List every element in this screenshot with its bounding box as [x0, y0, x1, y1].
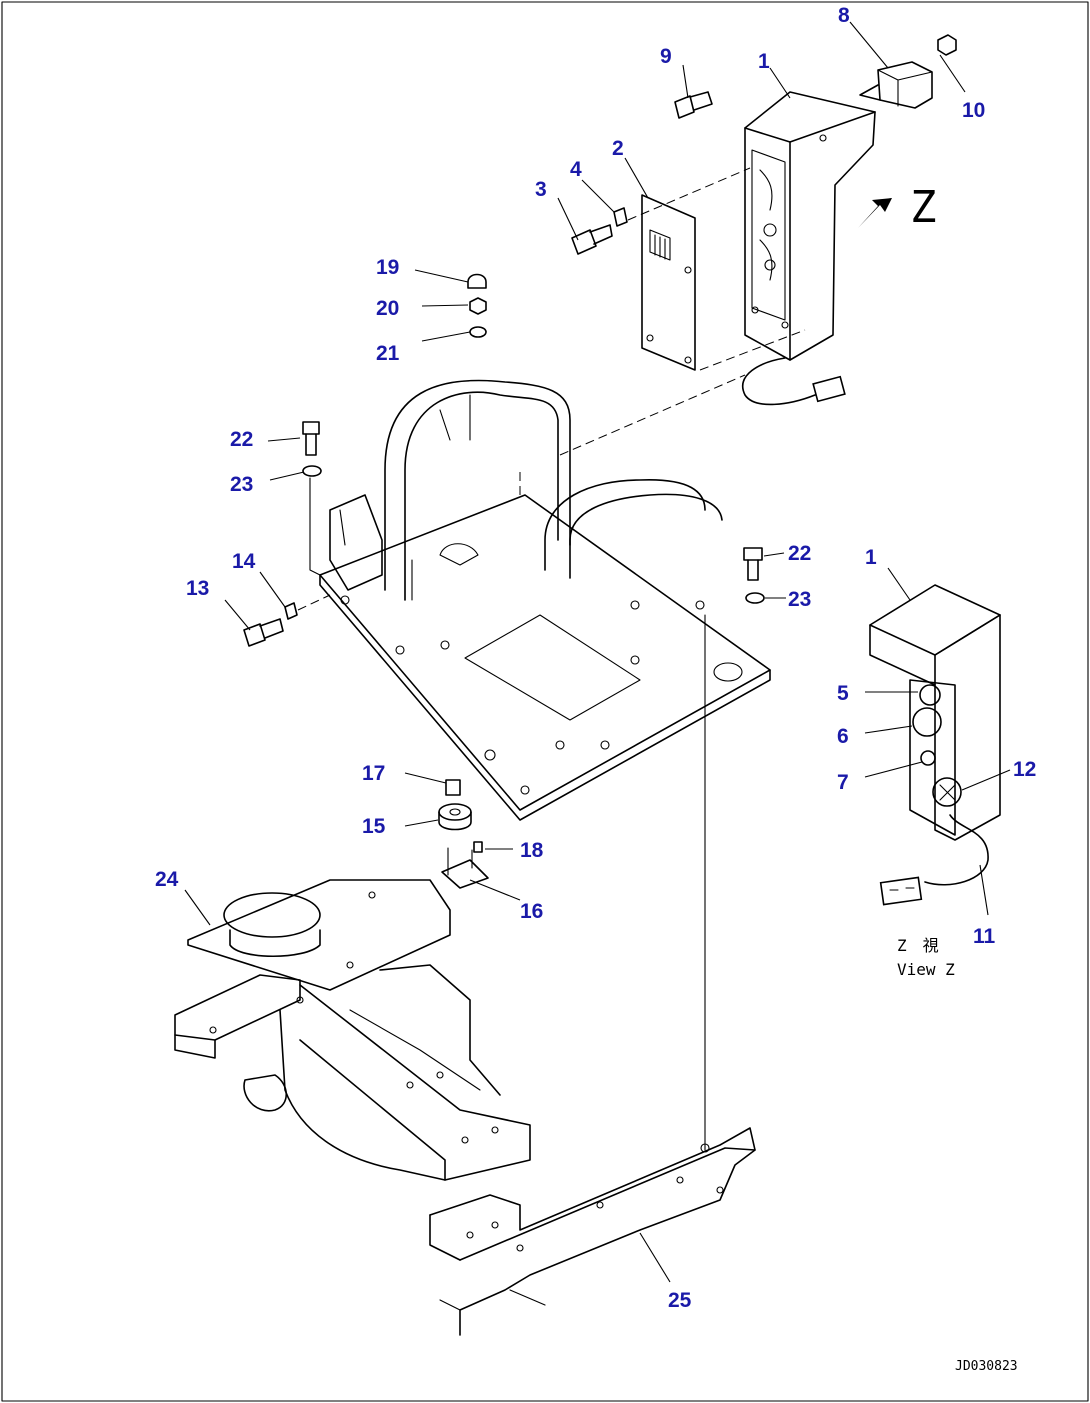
- callout-15: 15: [362, 815, 386, 838]
- callout-7: 7: [837, 771, 849, 794]
- callout-2: 2: [612, 137, 624, 160]
- callout-23-left: 23: [230, 473, 253, 496]
- callout-9: 9: [660, 45, 672, 68]
- washer-23-left: [302, 465, 322, 477]
- callout-5: 5: [837, 682, 849, 705]
- switch-box-top: [742, 91, 876, 406]
- nut-20: [469, 297, 487, 315]
- lamp-switch-8: [859, 61, 933, 109]
- callout-22-right: 22: [788, 542, 811, 565]
- callout-17: 17: [362, 762, 385, 785]
- callout-13: 13: [186, 577, 209, 600]
- view-caption-en: View Z: [897, 960, 955, 979]
- bracket-16: [441, 847, 489, 889]
- bolt-13: [243, 618, 284, 647]
- rail-25: [429, 1127, 756, 1336]
- nut-10: [937, 34, 957, 56]
- callout-6: 6: [837, 725, 849, 748]
- washer-23-right: [745, 592, 765, 604]
- callout-labels: 1 8 9 10 2 4 3 19 20 21 22 23 14 13 22 2…: [155, 4, 1036, 1312]
- callout-4: 4: [570, 158, 582, 181]
- callout-1-view-z: 1: [865, 546, 877, 569]
- bolt-22-left: [302, 421, 320, 456]
- view-marker-z: Z: [910, 182, 937, 233]
- bolt-22-right: [743, 547, 763, 581]
- callout-3: 3: [535, 178, 547, 201]
- view-caption-jp: Z 視: [897, 936, 939, 955]
- frame-24: [174, 879, 531, 1181]
- callout-12: 12: [1013, 758, 1036, 781]
- washer-14: [284, 602, 298, 620]
- callout-25: 25: [668, 1289, 692, 1312]
- callout-23-right: 23: [788, 588, 811, 611]
- callout-16: 16: [520, 900, 543, 923]
- spacer-18: [473, 841, 483, 853]
- callout-22-left: 22: [230, 428, 253, 451]
- callout-21: 21: [376, 342, 400, 365]
- cushion-15: [438, 803, 472, 831]
- switch-box-view-z: [869, 584, 1001, 906]
- callout-10: 10: [962, 99, 985, 122]
- mounting-base-plate: [319, 379, 771, 821]
- callout-14: 14: [232, 550, 256, 573]
- washer-4: [613, 207, 628, 227]
- callout-24: 24: [155, 868, 179, 891]
- bolt-17: [445, 779, 461, 796]
- callout-11: 11: [973, 925, 996, 948]
- washer-21: [469, 326, 487, 338]
- callout-8: 8: [838, 4, 850, 27]
- callout-20: 20: [376, 297, 399, 320]
- callout-19: 19: [376, 256, 399, 279]
- callout-18: 18: [520, 839, 544, 862]
- bolt-3: [571, 224, 613, 255]
- bolt-9: [674, 91, 713, 119]
- cap-nut-19: [467, 273, 487, 289]
- leader-lines: [184, 21, 1011, 1283]
- view-arrow-icon: [858, 198, 892, 228]
- label-plate-2: [641, 194, 696, 371]
- callout-1: 1: [758, 50, 770, 73]
- drawing-number: JD030823: [955, 1359, 1018, 1374]
